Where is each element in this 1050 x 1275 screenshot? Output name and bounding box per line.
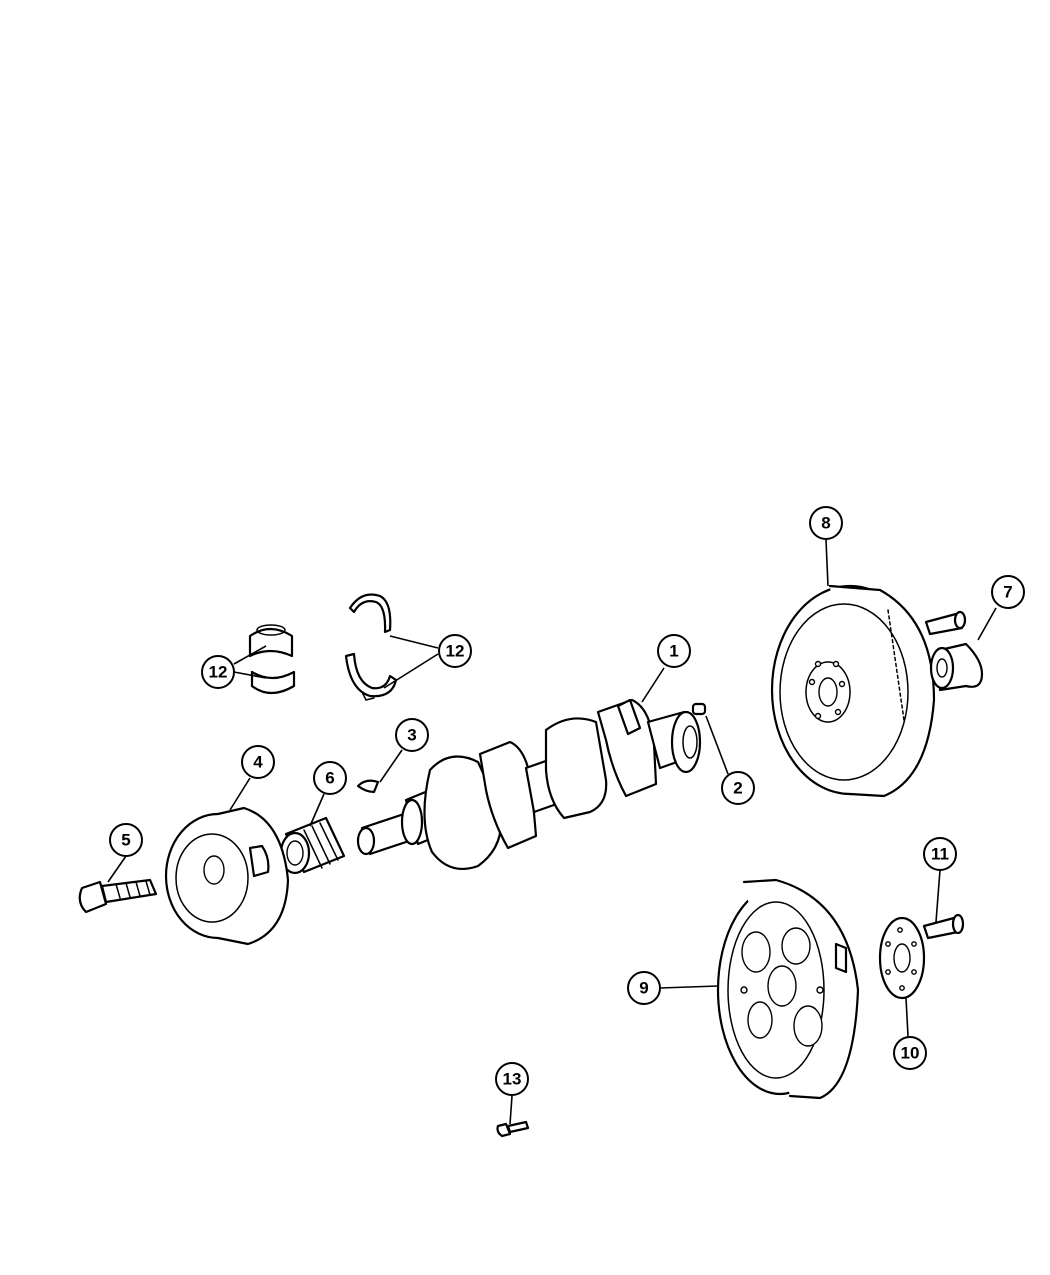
callout-13-label: 13 [503, 1070, 522, 1089]
callout-8-label: 8 [821, 514, 830, 533]
small-bolt [496, 1120, 530, 1138]
leader-10 [905, 997, 909, 1037]
leader-4 [229, 777, 251, 811]
callout-10-label: 10 [901, 1044, 920, 1063]
callout-4: 4 [241, 745, 275, 779]
callout-2: 2 [721, 771, 755, 805]
callout-11: 11 [923, 837, 957, 871]
callout-5-label: 5 [121, 831, 130, 850]
vibration-damper-pulley [164, 806, 290, 946]
leader-12b-lower [383, 653, 439, 689]
leader-8 [825, 539, 829, 587]
crankshaft [356, 698, 702, 870]
leader-2 [705, 715, 729, 775]
callout-7: 7 [991, 575, 1025, 609]
oil-seal-sleeve [279, 816, 346, 875]
callout-10: 10 [893, 1036, 927, 1070]
leader-11 [935, 869, 941, 923]
leader-3 [379, 749, 403, 783]
flywheel [770, 584, 936, 798]
callout-3: 3 [395, 718, 429, 752]
leader-7 [977, 607, 997, 641]
leader-5 [107, 855, 127, 883]
leader-1 [641, 667, 665, 703]
dowel-pin [691, 702, 707, 716]
leader-6 [309, 793, 325, 827]
damper-bolt [78, 878, 158, 914]
callout-1: 1 [657, 634, 691, 668]
flywheel-bolt-upper [924, 610, 967, 636]
leader-lines [107, 539, 997, 1125]
callout-7-label: 7 [1003, 583, 1012, 602]
callout-8: 8 [809, 506, 843, 540]
callout-12-thrust-washers: 12 [438, 634, 472, 668]
callout-2-label: 2 [733, 779, 742, 798]
callout-9-label: 9 [639, 979, 648, 998]
leader-12b-upper [389, 635, 439, 649]
main-bearing-shell-lower [250, 670, 296, 695]
thrust-washer-lower [344, 652, 398, 701]
leader-12a-upper [233, 645, 267, 665]
leader-9 [659, 985, 719, 989]
callout-12a-label: 12 [209, 663, 228, 682]
callout-5: 5 [109, 823, 143, 857]
leader-12a-lower [233, 671, 267, 679]
callout-6-label: 6 [325, 769, 334, 788]
callout-12-main-bearings: 12 [201, 655, 235, 689]
callout-3-label: 3 [407, 726, 416, 745]
callout-12b-label: 12 [446, 642, 465, 661]
thrust-washer-upper [348, 593, 392, 634]
crankshaft-key [356, 779, 380, 794]
callout-1-label: 1 [669, 642, 678, 661]
flexplate-adapter-plate [878, 916, 926, 1000]
callout-4-label: 4 [253, 753, 263, 772]
leader-13 [509, 1095, 513, 1125]
callout-9: 9 [627, 971, 661, 1005]
callout-6: 6 [313, 761, 347, 795]
pilot-bearing [929, 642, 984, 692]
callout-11-label: 11 [931, 845, 949, 864]
callout-13: 13 [495, 1062, 529, 1096]
flexplate [716, 878, 860, 1100]
flexplate-bolt [922, 913, 965, 940]
